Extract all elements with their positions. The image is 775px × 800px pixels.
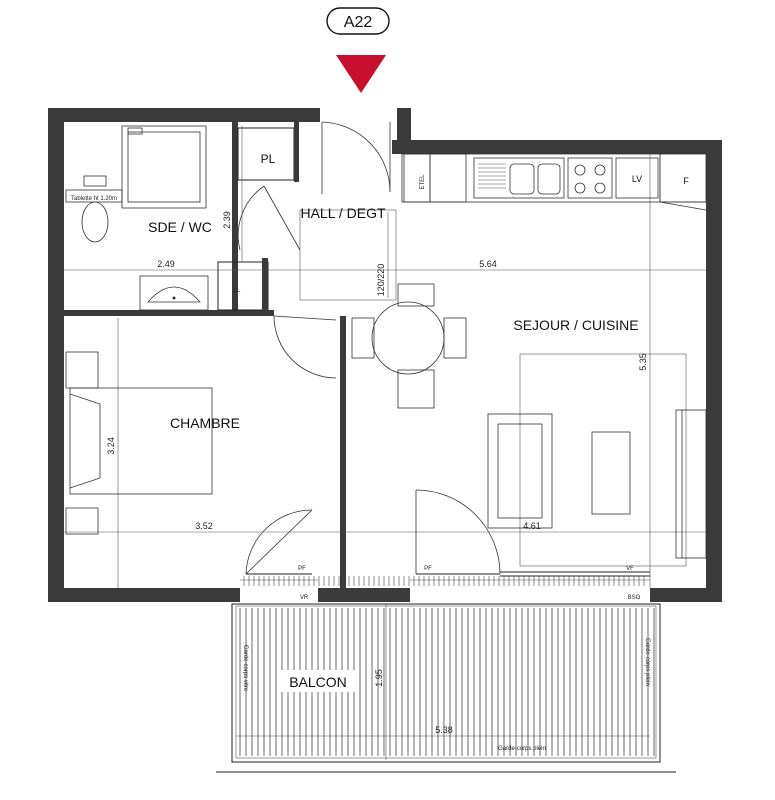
room-label-sejour: SEJOUR / CUISINE [513, 317, 638, 333]
fridge-label: F [683, 176, 689, 186]
note-garde-corps-vitre: Garde-corps vitre [242, 645, 248, 692]
dim-3-24: 3.24 [106, 437, 116, 455]
vr-label: VR [300, 595, 309, 601]
room-label-balcon: BALCON [289, 674, 347, 690]
dim-5-38: 5.38 [435, 725, 453, 735]
entrance-arrow-icon [336, 55, 386, 93]
dim-3-52: 3.52 [195, 521, 213, 531]
note-garde-corps-plein-bottom: Garde-corps plein [498, 746, 546, 752]
dim-5-64: 5.64 [479, 259, 497, 269]
svg-text:Tablette ht 1.20m: Tablette ht 1.20m [71, 196, 117, 202]
dining-set [351, 283, 467, 409]
ll-label: LL [234, 288, 241, 294]
svg-text:ETEL: ETEL [420, 174, 426, 190]
pf-label-chambre: PF [298, 566, 306, 572]
room-label-hall: HALL / DEGT [300, 205, 386, 221]
lv-label: LV [632, 174, 642, 184]
apartment-id-badge [326, 7, 390, 35]
dim-5-35: 5.35 [638, 353, 648, 371]
exterior-walls [48, 108, 722, 602]
room-label-chambre: CHAMBRE [170, 415, 240, 431]
vf-label: VF [626, 566, 634, 572]
hall-outline [299, 209, 397, 301]
pl-label: PL [261, 152, 276, 166]
room-label-sde-wc: SDE / WC [148, 219, 212, 235]
pf-label-sejour: PF [424, 566, 432, 572]
bso-label: BSO [628, 595, 641, 601]
interior-partitions [64, 122, 397, 588]
dim-2-49: 2.49 [157, 259, 175, 269]
kitchen-fixtures: ETEL [401, 153, 707, 211]
note-garde-corps-plein-right: Garde-corps plein [644, 638, 650, 686]
apartment-id: A22 [344, 14, 373, 31]
dim-2-39: 2.39 [222, 211, 232, 229]
dim-4-61: 4.61 [523, 521, 541, 531]
dim-1-95: 1.95 [374, 669, 384, 687]
living-set [487, 353, 707, 567]
dim-120-220: 120/220 [376, 264, 386, 297]
bed [65, 351, 213, 535]
dimension-lines [64, 126, 706, 760]
bathroom-fixtures: Tablette ht 1.20m [65, 125, 209, 311]
